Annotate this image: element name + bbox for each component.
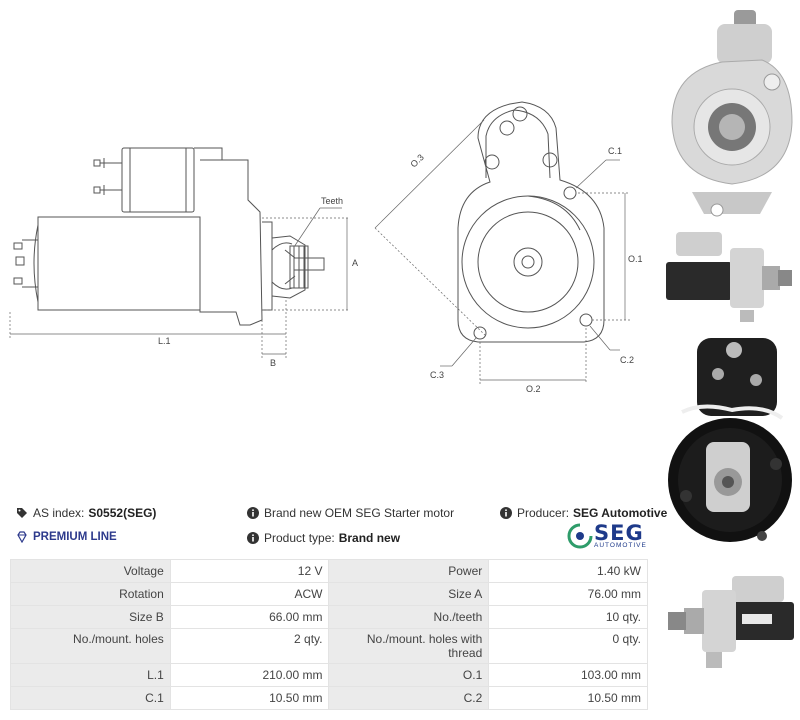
specs-table: Voltage 12 V Power 1.40 kW Rotation ACW … [10, 559, 648, 710]
technical-drawing: Teeth A B L.1 O.3 C.1 O.1 C.2 C.3 O.2 [9, 101, 643, 394]
side-view [13, 147, 325, 326]
label-c3: C.3 [430, 370, 444, 380]
photo-front-view[interactable] [662, 2, 798, 224]
label-o2: O.2 [526, 384, 541, 394]
as-index: AS index: S0552(SEG) [16, 506, 156, 520]
product-photos [660, 0, 800, 720]
spec-label: O.1 [328, 663, 490, 687]
spec-value: 210.00 mm [169, 663, 330, 687]
spec-label: L.1 [10, 663, 171, 687]
producer-value: SEG Automotive [573, 506, 668, 520]
producer: Producer: SEG Automotive [500, 506, 667, 520]
table-row: C.1 10.50 mm C.2 10.50 mm [10, 686, 648, 710]
label-b: B [270, 358, 276, 368]
tags-icon [17, 508, 27, 518]
spec-value: 0 qty. [488, 628, 648, 664]
side-dimensions [9, 207, 350, 360]
as-index-value: S0552(SEG) [88, 506, 157, 520]
drawing-svg: Teeth A B L.1 O.3 C.1 O.1 C.2 C.3 O.2 [9, 101, 643, 394]
premium-line: PREMIUM LINE [16, 531, 117, 543]
photo-side-view[interactable] [662, 228, 798, 326]
spec-label: No./mount. holes with thread [328, 628, 490, 664]
seg-logo-icon [567, 523, 593, 549]
as-index-label: AS index: [33, 506, 85, 520]
spec-label: Voltage [10, 559, 171, 583]
label-teeth: Teeth [321, 196, 343, 206]
table-row: Rotation ACW Size A 76.00 mm [10, 582, 648, 606]
table-row: No./mount. holes 2 qty. No./mount. holes… [10, 628, 648, 664]
seg-logo: SEG AUTOMOTIVE [566, 522, 647, 550]
info-icon [500, 507, 512, 519]
spec-label: C.1 [10, 686, 171, 710]
info-icon [247, 532, 259, 544]
spec-value: 2 qty. [169, 628, 330, 664]
spec-label: Size B [10, 605, 171, 629]
description: Brand new OEM SEG Starter motor [247, 506, 454, 520]
product-info: AS index: S0552(SEG) PREMIUM LINE Brand … [10, 502, 667, 558]
seg-logo-sub: AUTOMOTIVE [594, 541, 647, 549]
photo-side-view-detail[interactable] [662, 570, 798, 674]
front-view [457, 101, 605, 343]
label-o1: O.1 [628, 254, 643, 264]
info-icon [247, 507, 259, 519]
spec-value: ACW [169, 582, 330, 606]
table-row: Voltage 12 V Power 1.40 kW [10, 559, 648, 583]
premium-line-label: PREMIUM LINE [33, 531, 117, 543]
spec-value: 66.00 mm [169, 605, 330, 629]
seg-logo-word: SEG [594, 520, 644, 545]
description-text: Brand new OEM SEG Starter motor [264, 506, 455, 520]
label-c1: C.1 [608, 146, 622, 156]
photo-rear-view[interactable] [662, 332, 798, 562]
product-type: Product type: Brand new [247, 531, 400, 545]
spec-label: No./teeth [328, 605, 490, 629]
table-row: L.1 210.00 mm O.1 103.00 mm [10, 663, 648, 687]
diamond-icon [17, 531, 27, 543]
front-dimensions [374, 119, 630, 384]
spec-label: C.2 [328, 686, 490, 710]
label-c2: C.2 [620, 355, 634, 365]
table-row: Size B 66.00 mm No./teeth 10 qty. [10, 605, 648, 629]
product-type-label: Product type: [264, 531, 335, 545]
producer-label: Producer: [517, 506, 570, 520]
spec-value: 10 qty. [488, 605, 648, 629]
product-type-value: Brand new [338, 531, 401, 545]
spec-value: 10.50 mm [169, 686, 330, 710]
label-a: A [352, 258, 358, 268]
label-l1: L.1 [158, 336, 171, 346]
spec-value: 1.40 kW [488, 559, 648, 583]
spec-label: No./mount. holes [10, 628, 171, 664]
spec-value: 10.50 mm [488, 686, 648, 710]
label-o3: O.3 [408, 152, 425, 169]
spec-value: 103.00 mm [488, 663, 648, 687]
spec-label: Size A [328, 582, 490, 606]
spec-label: Power [328, 559, 490, 583]
spec-value: 76.00 mm [488, 582, 648, 606]
spec-value: 12 V [169, 559, 330, 583]
spec-label: Rotation [10, 582, 171, 606]
